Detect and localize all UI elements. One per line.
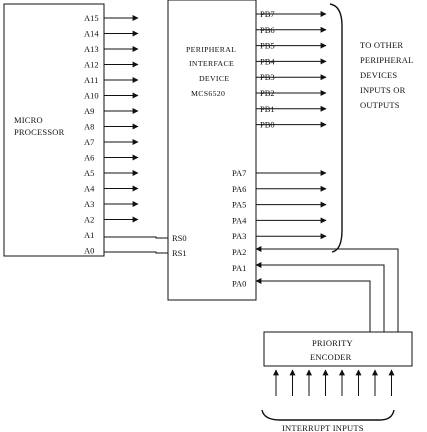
peripheral-note-line4: INPUTS OR [360,85,406,95]
pin-a1-label: A1 [84,230,94,240]
interrupt-inputs-label: INTERRUPT INPUTS [282,423,364,432]
peripheral-note-line1: TO OTHER [360,40,403,50]
peripheral-note-line5: OUTPUTS [360,100,400,110]
pin-a8-label: A8 [84,122,94,132]
pin-pa1-label: PA1 [232,263,246,273]
peripheral-brace [329,3,343,253]
pia-title-line4: MCS6520 [191,89,225,98]
pin-a6-label: A6 [84,153,94,163]
pin-a9-label: A9 [84,106,94,116]
port-a-pin-arrows [256,170,327,240]
address-pin-arrows [104,15,139,223]
priority-encoder-block [263,331,413,367]
pin-a15-label: A15 [84,13,99,23]
microprocessor-title-line2: PROCESSOR [14,127,65,137]
pin-pa6-label: PA6 [232,184,246,194]
peripheral-note-line2: PERIPHERAL [360,55,413,65]
encoder-title-line1: PRIORITY [312,338,353,348]
pin-a10-label: A10 [84,91,99,101]
pin-a4-label: A4 [84,184,95,194]
pin-rs1-label: RS1 [172,248,187,258]
encoder-to-pa2-line [255,246,399,332]
pia-title-line2: INTERFACE [189,59,234,68]
pin-a2-label: A2 [84,215,94,225]
pin-pa7-label: PA7 [232,168,246,178]
pin-pa2-label: PA2 [232,247,246,257]
pin-pa5-label: PA5 [232,200,246,210]
peripheral-note-line3: DEVICES [360,70,397,80]
pia-title-line3: DEVICE [199,74,229,83]
port-b-pin-arrows [256,11,327,128]
pin-a11-label: A11 [84,75,98,85]
a1-to-rs0-line [104,236,168,239]
pin-rs0-label: RS0 [172,233,187,243]
pia-block [167,0,257,301]
pin-pa0-label: PA0 [232,279,246,289]
pin-pa3-label: PA3 [232,231,246,241]
interrupt-brace [261,409,395,421]
pin-a13-label: A13 [84,44,99,54]
pin-a7-label: A7 [84,137,94,147]
encoder-to-pa1-line [255,262,385,332]
pin-a14-label: A14 [84,29,99,39]
pin-a3-label: A3 [84,199,94,209]
pin-a12-label: A12 [84,60,99,70]
pin-a0-label: A0 [84,246,94,256]
pia-title-line1: PERIPHERAL [186,45,236,54]
interrupt-input-arrows [273,369,395,396]
encoder-title-line2: ENCODER [310,352,352,362]
microprocessor-block [3,3,105,257]
encoder-to-pa0-line [255,278,371,332]
pin-a5-label: A5 [84,168,94,178]
a0-to-rs1-line [104,251,168,254]
pin-pa4-label: PA4 [232,215,247,225]
microprocessor-title-line1: MICRO [14,115,43,125]
